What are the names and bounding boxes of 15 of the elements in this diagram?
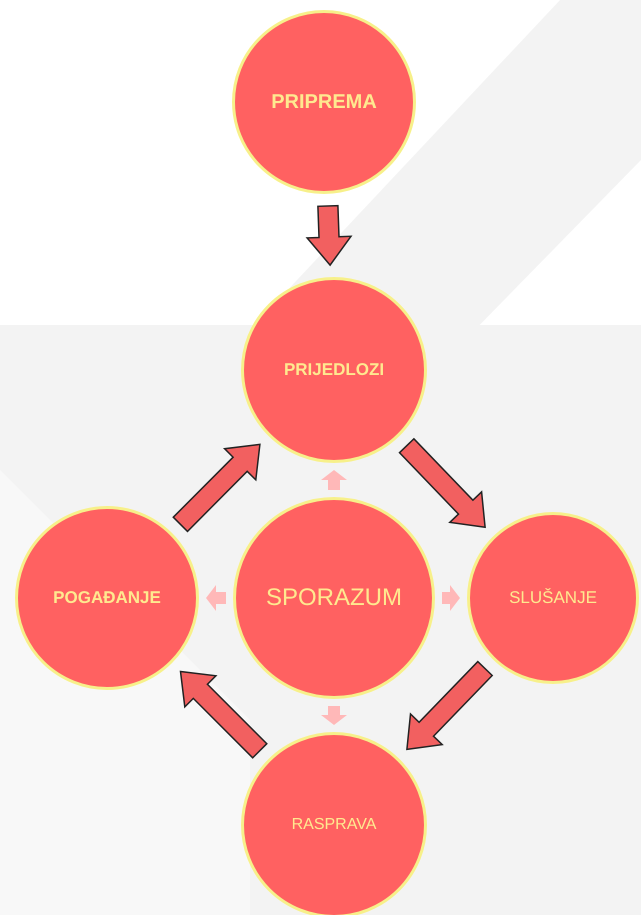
node-label: SLUŠANJE (509, 587, 597, 610)
node-label: PRIPREMA (271, 90, 377, 115)
node-label: SPORAZUM (266, 583, 402, 613)
block-arrow (398, 438, 486, 528)
node-label: POGAĐANJE (53, 587, 161, 610)
block-arrow (206, 585, 226, 611)
node-label: RASPRAVA (292, 815, 376, 835)
block-arrow (172, 444, 261, 532)
block-arrow (306, 204, 352, 266)
node-label: PRIJEDLOZI (284, 359, 384, 382)
block-arrow (180, 670, 268, 759)
block-arrow (321, 470, 347, 490)
block-arrow (321, 706, 347, 725)
block-arrow (442, 585, 460, 611)
block-arrow (406, 660, 494, 750)
